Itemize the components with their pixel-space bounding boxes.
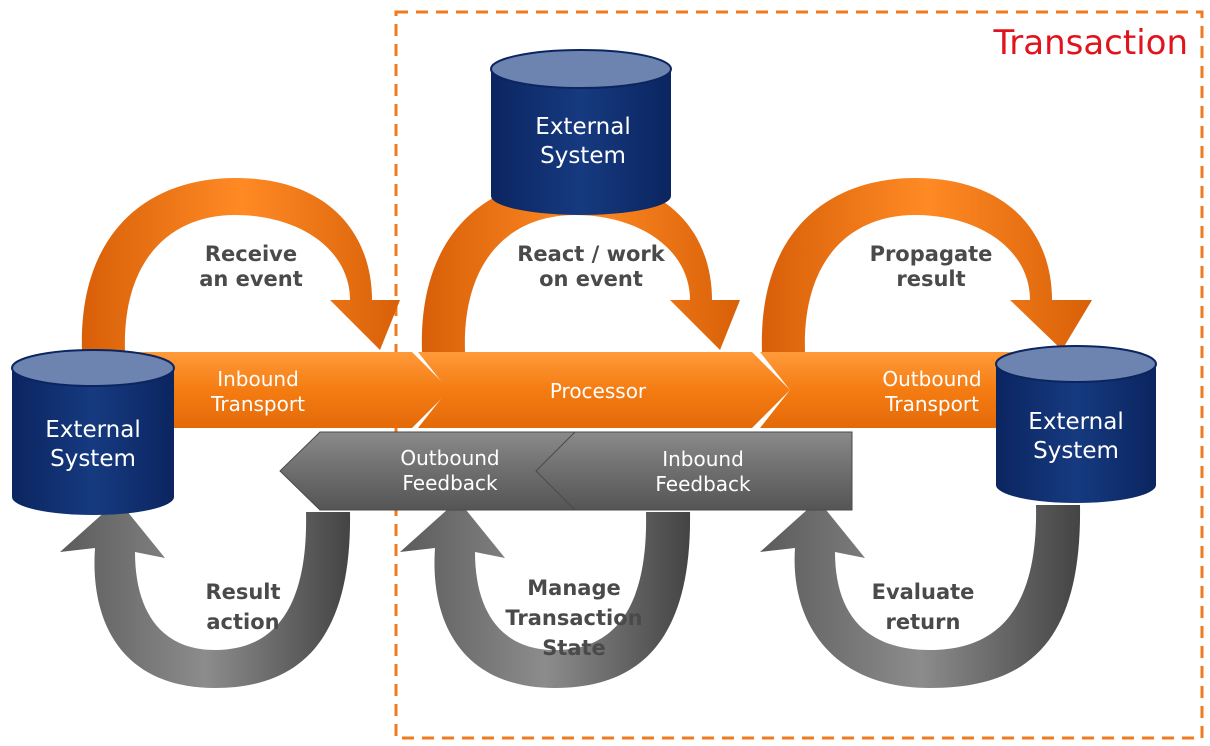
- propagate-result-label-line1: Propagate: [870, 242, 993, 266]
- inbound-transport-label-line2: Transport: [210, 392, 305, 416]
- external-system-right-line2: System: [1033, 438, 1119, 464]
- outbound-transport-label-line1: Outbound: [882, 367, 981, 391]
- react-work-label-line1: React / work: [517, 242, 666, 266]
- inbound-transport-bar: [130, 352, 450, 428]
- processor-label: Processor: [550, 379, 647, 403]
- external-system-top: External System: [490, 49, 672, 215]
- inbound-feedback-label-line2: Feedback: [655, 472, 751, 496]
- external-system-top-line2: System: [540, 143, 626, 169]
- receive-event-label-line2: an event: [199, 267, 303, 291]
- inbound-feedback-bar: [535, 431, 853, 511]
- external-system-left: External System: [11, 349, 175, 515]
- manage-state-label-line2: Transaction: [505, 606, 642, 630]
- external-system-top-line1: External: [535, 114, 630, 140]
- external-system-right-line1: External: [1028, 409, 1123, 435]
- manage-state-arrow: [400, 500, 691, 688]
- receive-event-arrow: [81, 178, 400, 352]
- external-system-right: External System: [995, 345, 1157, 503]
- transaction-title: Transaction: [992, 23, 1188, 63]
- result-action-label-line2: action: [206, 610, 279, 634]
- evaluate-return-label-line2: return: [886, 610, 961, 634]
- evaluate-return-arrow: [760, 500, 1081, 688]
- external-system-left-line2: System: [50, 446, 136, 472]
- inbound-transport-label-line1: Inbound: [217, 367, 299, 391]
- result-action-arrow: [60, 500, 351, 688]
- manage-state-label-line3: State: [542, 636, 606, 660]
- outbound-transport-bar: [760, 352, 1030, 428]
- receive-event-label-line1: Receive: [205, 242, 297, 266]
- outbound-feedback-label-line1: Outbound: [400, 446, 499, 470]
- outbound-feedback-bar: [279, 431, 601, 511]
- inbound-feedback-label-line1: Inbound: [662, 447, 744, 471]
- processor-bar: [418, 352, 790, 428]
- outbound-feedback-label-line2: Feedback: [402, 471, 498, 495]
- propagate-result-arrow: [761, 178, 1092, 352]
- result-action-label-line1: Result: [205, 580, 280, 604]
- react-work-arrow: [421, 178, 740, 352]
- evaluate-return-label-line1: Evaluate: [872, 580, 975, 604]
- manage-state-label-line1: Manage: [527, 576, 620, 600]
- react-work-label-line2: on event: [539, 267, 643, 291]
- external-system-left-line1: External: [45, 417, 140, 443]
- propagate-result-label-line2: result: [896, 267, 965, 291]
- outbound-transport-label-line2: Transport: [884, 392, 979, 416]
